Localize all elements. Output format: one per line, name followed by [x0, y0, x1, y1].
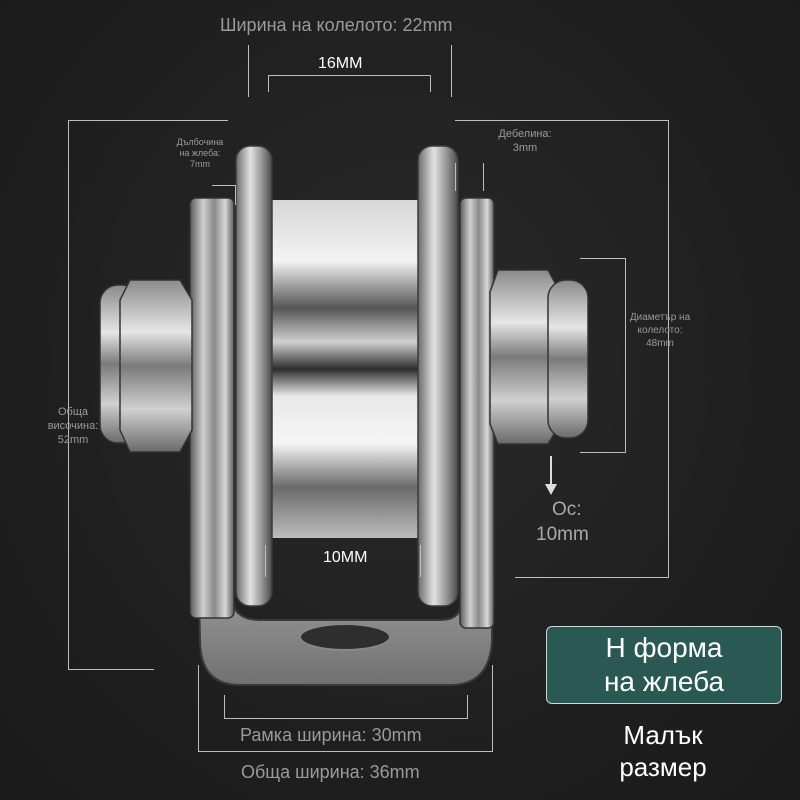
groove-width-label: 16MM	[318, 55, 363, 72]
groove-depth-label: Дълбочина на жлеба: 7mm	[176, 137, 224, 169]
size-caption: Малък размер	[619, 720, 707, 782]
axle-label: Ос:	[552, 499, 582, 520]
wheel-diameter-label: Диаметър на колелото: 48mm	[629, 312, 691, 349]
inner-width-label: 10MM	[323, 549, 368, 566]
total-width-label: Обща ширина: 36mm	[241, 762, 420, 782]
frame-width-label: Рамка ширина: 30mm	[240, 725, 422, 745]
axle-value: 10mm	[536, 524, 589, 545]
wheel-width-label: Ширина на колелото: 22mm	[220, 15, 453, 35]
thickness-label: Дебелина: 3mm	[498, 128, 552, 154]
groove-type-badge: Н форма на жлеба	[546, 626, 782, 704]
arrow-down-icon	[544, 456, 558, 496]
total-height-label: Обща височина: 52mm	[47, 406, 99, 446]
